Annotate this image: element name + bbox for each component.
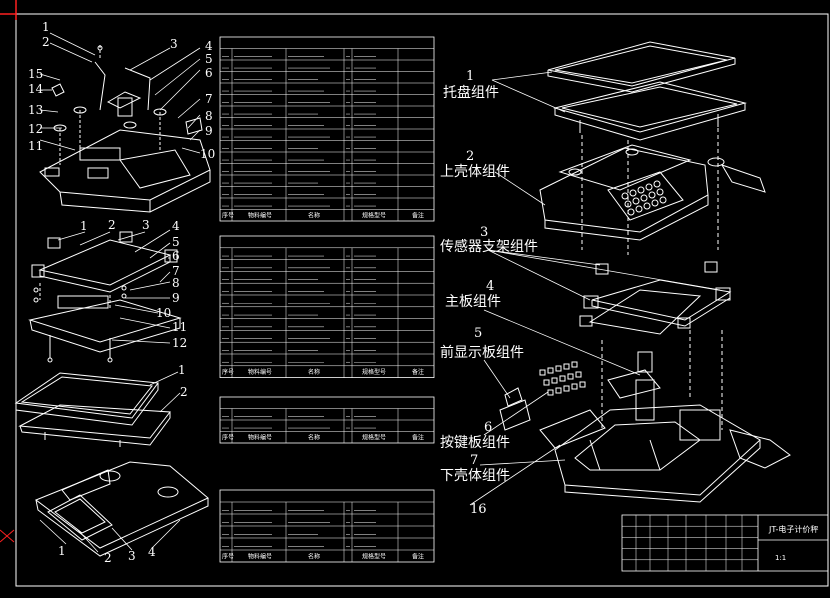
- svg-text:备注: 备注: [412, 552, 424, 560]
- svg-text:2: 2: [108, 218, 116, 232]
- svg-text:物料编号: 物料编号: [248, 368, 272, 376]
- svg-text:传感器支架组件: 传感器支架组件: [440, 238, 538, 255]
- svg-text:3: 3: [480, 225, 488, 240]
- svg-text:备注: 备注: [412, 212, 424, 220]
- view-2-numbers: 1 2 3 4 5 6 7 8 9 10 11 12: [80, 218, 187, 350]
- svg-text:12: 12: [28, 122, 43, 136]
- drawing-frame: [15, 13, 829, 587]
- svg-text:3: 3: [170, 37, 178, 51]
- svg-text:10: 10: [200, 147, 215, 161]
- svg-text:序号: 序号: [222, 552, 234, 560]
- svg-text:2: 2: [42, 35, 50, 49]
- svg-text:规格型号: 规格型号: [362, 434, 386, 442]
- svg-text:11: 11: [28, 139, 43, 153]
- parts-table-4: 序号 物料编号 名称 规格型号 备注: [219, 489, 435, 563]
- svg-text:7: 7: [172, 264, 180, 278]
- svg-text:4: 4: [205, 39, 213, 53]
- svg-text:16: 16: [470, 502, 487, 517]
- svg-text:8: 8: [205, 109, 213, 123]
- view-4-shell: [34, 461, 209, 557]
- keypad-grid: [621, 180, 667, 216]
- drawing-scale: 1:1: [775, 554, 786, 562]
- svg-text:备注: 备注: [412, 434, 424, 442]
- svg-text:1: 1: [42, 20, 50, 34]
- view-2-leaders: [57, 229, 171, 344]
- drawing-title: JT-电子计价秤: [768, 524, 818, 534]
- svg-text:1: 1: [58, 544, 66, 558]
- svg-text:5: 5: [205, 52, 213, 66]
- svg-text:规格型号: 规格型号: [362, 212, 386, 220]
- svg-text:上壳体组件: 上壳体组件: [440, 163, 510, 180]
- svg-text:9: 9: [172, 291, 180, 305]
- svg-text:3: 3: [128, 549, 136, 563]
- svg-text:7: 7: [470, 453, 478, 468]
- svg-text:9: 9: [205, 124, 213, 138]
- svg-text:名称: 名称: [308, 368, 320, 376]
- keyboard-keys: [539, 361, 586, 396]
- svg-text:4: 4: [172, 219, 180, 233]
- svg-text:1: 1: [80, 219, 88, 233]
- svg-text:11: 11: [172, 320, 187, 334]
- svg-text:规格型号: 规格型号: [362, 368, 386, 376]
- parts-table-2: 序号 物料编号 名称 规格型号 备注: [219, 235, 435, 379]
- svg-text:2: 2: [104, 551, 112, 565]
- view-1-numbers: 1 2 3 4 5 6 7 8 9 10 12 13 14 15 11: [28, 20, 215, 161]
- main-exploded-view: [499, 41, 791, 503]
- svg-text:托盘组件: 托盘组件: [443, 84, 499, 101]
- svg-text:备注: 备注: [412, 368, 424, 376]
- svg-text:序号: 序号: [222, 212, 234, 220]
- parts-table-1: 序号 物料编号 名称 规格型号 备注: [219, 36, 435, 222]
- svg-text:5: 5: [172, 235, 180, 249]
- view-3-num-2: 2: [180, 385, 188, 399]
- svg-text:1: 1: [466, 69, 474, 84]
- parts-table-3: 序号 物料编号 名称 规格型号 备注: [219, 396, 435, 444]
- svg-text:7: 7: [205, 92, 213, 106]
- view-2-bracket-exploded: [28, 231, 182, 363]
- svg-text:物料编号: 物料编号: [248, 552, 272, 560]
- svg-text:名称: 名称: [308, 212, 320, 220]
- svg-text:12: 12: [172, 336, 187, 350]
- view-1-leaders: [39, 32, 201, 154]
- view-3-trays: [14, 372, 171, 447]
- svg-text:15: 15: [28, 67, 43, 81]
- svg-text:物料编号: 物料编号: [248, 434, 272, 442]
- svg-text:主板组件: 主板组件: [445, 294, 501, 310]
- svg-text:14: 14: [28, 82, 44, 96]
- svg-text:8: 8: [172, 276, 180, 290]
- svg-text:物料编号: 物料编号: [248, 212, 272, 220]
- view-3-num-1: 1: [178, 363, 186, 377]
- svg-text:序号: 序号: [222, 368, 234, 376]
- svg-text:5: 5: [474, 326, 482, 341]
- svg-text:13: 13: [28, 103, 43, 117]
- svg-text:4: 4: [486, 279, 494, 294]
- svg-text:6: 6: [172, 249, 180, 263]
- svg-text:下壳体组件: 下壳体组件: [440, 467, 510, 484]
- view-4-numbers: 1 2 3 4: [58, 544, 156, 565]
- svg-text:6: 6: [484, 420, 492, 435]
- svg-text:名称: 名称: [308, 434, 320, 442]
- svg-text:规格型号: 规格型号: [362, 552, 386, 560]
- main-view-leaders: [469, 71, 721, 506]
- svg-text:6: 6: [205, 66, 213, 80]
- svg-text:前显示板组件: 前显示板组件: [440, 344, 524, 361]
- svg-text:按键板组件: 按键板组件: [440, 435, 510, 451]
- svg-text:2: 2: [466, 149, 474, 164]
- svg-text:序号: 序号: [222, 434, 234, 442]
- main-view-labels: 1 托盘组件 2 上壳体组件 3 传感器支架组件 4 主板组件 5 前显示板组件…: [440, 69, 538, 517]
- svg-text:10: 10: [156, 306, 171, 320]
- title-block: [621, 514, 829, 572]
- svg-text:4: 4: [148, 545, 156, 559]
- view-1-base-exploded: [39, 45, 211, 213]
- svg-text:名称: 名称: [308, 552, 320, 560]
- svg-text:3: 3: [142, 218, 150, 232]
